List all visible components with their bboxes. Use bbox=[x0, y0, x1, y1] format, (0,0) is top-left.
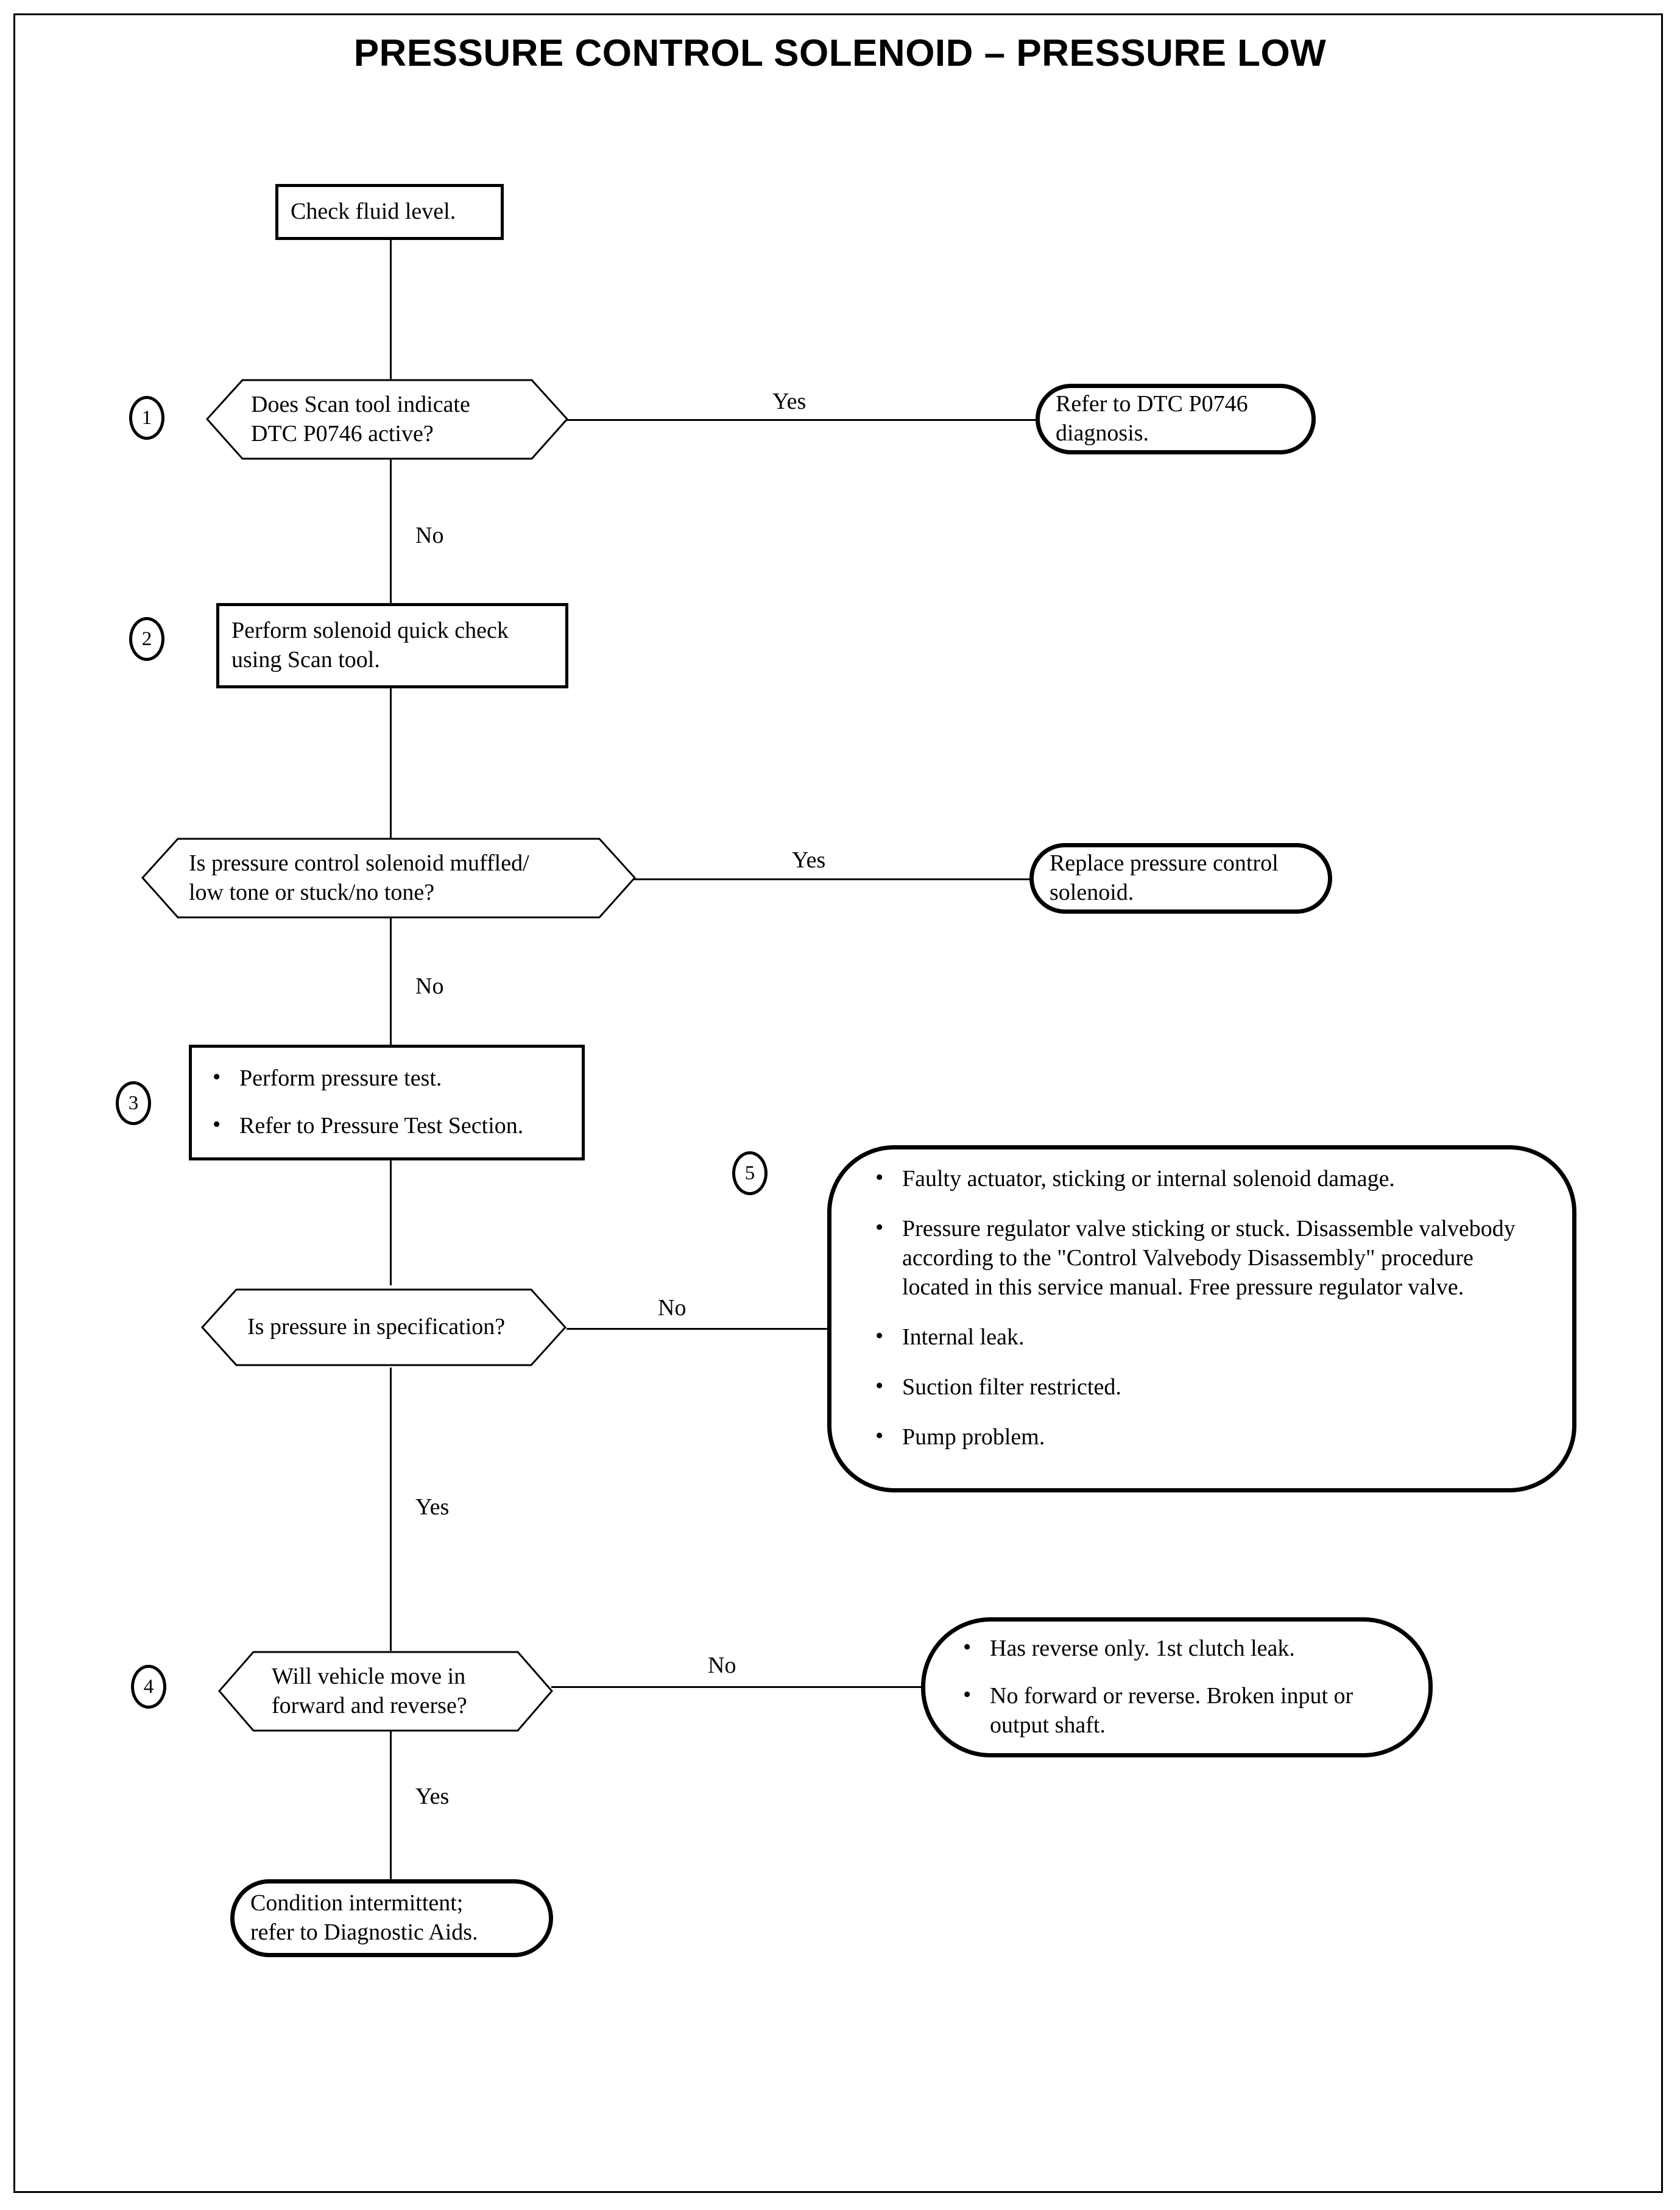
hexagon-shape bbox=[205, 379, 569, 460]
page-title: PRESSURE CONTROL SOLENOID – PRESSURE LOW bbox=[353, 32, 1327, 74]
branch-label-decision3-no: No bbox=[658, 1295, 686, 1321]
node-decision-vehicle-move-line1: Will vehicle move in bbox=[272, 1663, 466, 1689]
node-decision-dtc-p0746[interactable]: Does Scan tool indicate DTC P0746 active… bbox=[205, 379, 569, 460]
list-item: Has reverse only. 1st clutch leak. bbox=[955, 1633, 1393, 1664]
node-refer-dtc-p0746-diagnosis[interactable]: Refer to DTC P0746 diagnosis. bbox=[1036, 384, 1316, 454]
connector-decision4-to-end bbox=[390, 1721, 392, 1898]
node-perform-solenoid-quick-check[interactable]: Perform solenoid quick check using Scan … bbox=[216, 603, 568, 688]
list-item: Refer to Pressure Test Section. bbox=[204, 1110, 570, 1141]
list-item: Suction filter restricted. bbox=[867, 1372, 1530, 1402]
connector-decision4-no bbox=[551, 1686, 923, 1688]
node-replace-pressure-control-solenoid-line1: Replace pressure control bbox=[1050, 850, 1279, 877]
node-decision-pressure-in-spec-label: Is pressure in specification? bbox=[247, 1314, 506, 1340]
connector-step3-to-decision3 bbox=[390, 1160, 392, 1285]
branch-label-decision2-no: No bbox=[415, 973, 444, 999]
node-refer-dtc-p0746-diagnosis-line2: diagnosis. bbox=[1056, 420, 1149, 446]
step-marker-5: 5 bbox=[732, 1151, 768, 1195]
branch-label-decision4-yes: Yes bbox=[415, 1784, 450, 1809]
connector-decision2-yes bbox=[634, 878, 1029, 880]
connector-step2-to-decision2 bbox=[390, 688, 392, 841]
node-driveline-failure-causes[interactable]: Has reverse only. 1st clutch leak. No fo… bbox=[921, 1617, 1433, 1757]
node-check-fluid-level-label: Check fluid level. bbox=[291, 199, 456, 225]
node-decision-dtc-p0746-line2: DTC P0746 active? bbox=[251, 420, 434, 447]
node-condition-intermittent[interactable]: Condition intermittent; refer to Diagnos… bbox=[230, 1879, 553, 1957]
list-item: Faulty actuator, sticking or internal so… bbox=[867, 1163, 1530, 1194]
node-decision-vehicle-move-line2: forward and reverse? bbox=[272, 1692, 467, 1718]
node-decision-vehicle-move[interactable]: Will vehicle move in forward and reverse… bbox=[218, 1651, 553, 1732]
node-check-fluid-level[interactable]: Check fluid level. bbox=[275, 184, 504, 240]
node-pressure-failure-causes-bullets: Faulty actuator, sticking or internal so… bbox=[867, 1163, 1530, 1452]
node-perform-solenoid-quick-check-line1: Perform solenoid quick check bbox=[231, 618, 509, 644]
list-item: No forward or reverse. Broken input or o… bbox=[955, 1681, 1393, 1740]
node-condition-intermittent-line1: Condition intermittent; bbox=[250, 1890, 464, 1916]
step-marker-3: 3 bbox=[116, 1081, 151, 1125]
step-marker-1: 1 bbox=[129, 396, 164, 440]
node-decision-dtc-p0746-line1: Does Scan tool indicate bbox=[251, 391, 470, 417]
connector-decision1-to-step2 bbox=[390, 451, 392, 603]
node-decision-solenoid-tone-line1: Is pressure control solenoid muffled/ bbox=[189, 850, 529, 876]
hexagon-shape bbox=[141, 838, 637, 919]
node-driveline-failure-causes-bullets: Has reverse only. 1st clutch leak. No fo… bbox=[955, 1633, 1393, 1740]
node-perform-pressure-test[interactable]: Perform pressure test. Refer to Pressure… bbox=[189, 1045, 585, 1160]
connector-start-to-decision1 bbox=[390, 238, 392, 390]
list-item: Internal leak. bbox=[867, 1322, 1530, 1352]
branch-label-decision2-yes: Yes bbox=[792, 847, 826, 873]
branch-label-decision1-no: No bbox=[415, 523, 444, 548]
node-decision-pressure-in-spec[interactable]: Is pressure in specification? bbox=[200, 1288, 567, 1366]
hexagon-shape bbox=[200, 1288, 567, 1366]
step-marker-4: 4 bbox=[131, 1665, 166, 1709]
connector-decision2-to-step3 bbox=[390, 914, 392, 1045]
branch-label-decision3-yes: Yes bbox=[415, 1494, 450, 1520]
node-replace-pressure-control-solenoid-line2: solenoid. bbox=[1050, 880, 1134, 905]
connector-decision1-yes bbox=[566, 419, 1036, 421]
branch-label-decision1-yes: Yes bbox=[772, 389, 806, 414]
node-decision-solenoid-tone-line2: low tone or stuck/no tone? bbox=[189, 879, 435, 905]
hexagon-shape bbox=[218, 1651, 553, 1732]
node-pressure-failure-causes[interactable]: Faulty actuator, sticking or internal so… bbox=[827, 1145, 1576, 1492]
connector-decision3-no bbox=[566, 1328, 828, 1330]
node-refer-dtc-p0746-diagnosis-line1: Refer to DTC P0746 bbox=[1056, 391, 1248, 417]
node-condition-intermittent-line2: refer to Diagnostic Aids. bbox=[250, 1919, 478, 1945]
step-marker-2: 2 bbox=[129, 617, 164, 661]
connector-decision3-to-decision4 bbox=[390, 1368, 392, 1651]
node-perform-pressure-test-bullets: Perform pressure test. Refer to Pressure… bbox=[204, 1063, 570, 1141]
branch-label-decision4-no: No bbox=[708, 1653, 736, 1678]
list-item: Perform pressure test. bbox=[204, 1063, 570, 1093]
list-item: Pressure regulator valve sticking or stu… bbox=[867, 1213, 1530, 1302]
node-perform-solenoid-quick-check-line2: using Scan tool. bbox=[231, 647, 380, 673]
list-item: Pump problem. bbox=[867, 1422, 1530, 1452]
node-replace-pressure-control-solenoid[interactable]: Replace pressure control solenoid. bbox=[1029, 843, 1332, 914]
node-decision-solenoid-tone[interactable]: Is pressure control solenoid muffled/ lo… bbox=[141, 838, 637, 919]
